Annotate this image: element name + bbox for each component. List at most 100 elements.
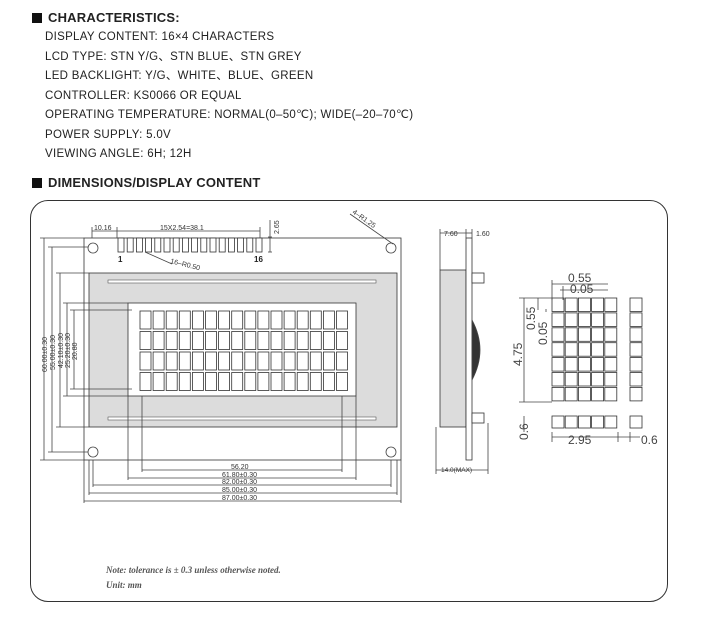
character-cell xyxy=(205,372,217,391)
dim-char-width: 2.95 xyxy=(568,433,592,447)
dim-dot-vgap: 0.05 xyxy=(536,321,550,345)
character-cell xyxy=(322,331,335,350)
character-cell xyxy=(296,310,309,330)
cursor-dot xyxy=(629,415,643,429)
dim-dot-gap: 0.05 xyxy=(570,282,594,296)
character-cell xyxy=(152,331,165,350)
mounting-hole xyxy=(87,242,99,254)
dot xyxy=(604,357,618,372)
character-cell xyxy=(231,310,244,330)
character-cell xyxy=(336,310,348,330)
character-cell xyxy=(322,372,335,391)
dot xyxy=(591,342,604,357)
character-cell xyxy=(178,372,191,391)
spec-line: CONTROLLER: KS0066 OR EQUAL xyxy=(45,89,242,102)
dot xyxy=(604,327,618,342)
dot-matrix-detail xyxy=(551,297,643,402)
dot xyxy=(591,297,604,312)
dim-side-7-60: 7.60 xyxy=(444,231,458,238)
character-cell xyxy=(283,372,296,391)
character-cell xyxy=(231,331,244,350)
character-cell xyxy=(270,351,283,371)
dot xyxy=(578,372,591,387)
character-cell xyxy=(244,372,257,391)
character-cell xyxy=(191,331,204,350)
dim-h3: 42.10±0.30 xyxy=(58,333,65,368)
dot xyxy=(629,342,643,357)
pin xyxy=(191,237,199,253)
dot xyxy=(604,372,618,387)
dot xyxy=(629,372,643,387)
character-cell xyxy=(139,331,152,350)
dot xyxy=(551,342,565,357)
character-cell xyxy=(139,351,152,371)
character-cell xyxy=(165,372,178,391)
character-cell xyxy=(152,310,165,330)
mounting-hole xyxy=(385,446,397,458)
character-cell xyxy=(231,351,244,371)
character-cell xyxy=(244,310,257,330)
spec-line: LCD TYPE: STN Y/G、STN BLUE、STN GREY xyxy=(45,50,302,63)
pin xyxy=(200,237,208,253)
square-bullet-icon xyxy=(32,12,42,23)
tolerance-note: Note: tolerance is ± 0.3 unless otherwis… xyxy=(106,565,281,575)
character-cell xyxy=(296,372,309,391)
dot xyxy=(604,297,618,312)
dim-h1: 60.00±0.30 xyxy=(42,337,49,372)
cursor-dot xyxy=(564,415,578,429)
dot xyxy=(551,357,565,372)
dot xyxy=(591,372,604,387)
character-cell xyxy=(218,310,231,330)
character-cell xyxy=(178,310,191,330)
character-cell xyxy=(336,351,348,371)
character-cell xyxy=(322,310,335,330)
dimensions-heading: DIMENSIONS/DISPLAY CONTENT xyxy=(32,175,261,190)
character-cell xyxy=(270,372,283,391)
dot xyxy=(578,327,591,342)
dim-char-row-gap: 0.6 xyxy=(517,423,531,440)
character-grid xyxy=(139,310,348,391)
dot xyxy=(551,372,565,387)
dim-side-1-60: 1.60 xyxy=(476,231,490,238)
square-bullet-icon xyxy=(32,177,42,188)
spec-line: DISPLAY CONTENT: 16×4 CHARACTERS xyxy=(45,31,275,43)
side-bezel xyxy=(439,269,467,428)
side-connector xyxy=(471,272,485,284)
character-cell xyxy=(218,331,231,350)
cursor-dot xyxy=(591,415,604,429)
dot xyxy=(578,342,591,357)
dim-w1: 56.20 xyxy=(231,464,249,471)
pin xyxy=(117,237,125,253)
pin xyxy=(163,237,171,253)
dim-pin-pitch: 15X2.54=38.1 xyxy=(160,225,204,232)
side-connector xyxy=(471,412,485,424)
dim-char-col-gap: 0.6 xyxy=(641,433,658,447)
spec-line: OPERATING TEMPERATURE: NORMAL(0–50℃); WI… xyxy=(45,109,414,121)
characteristics-heading: CHARACTERISTICS: xyxy=(32,10,180,25)
pin xyxy=(181,237,189,253)
dot xyxy=(564,342,578,357)
character-cell xyxy=(178,331,191,350)
dot xyxy=(604,342,618,357)
character-cell xyxy=(257,351,270,371)
character-cell xyxy=(218,372,231,391)
character-cell xyxy=(257,310,270,330)
dot xyxy=(578,357,591,372)
dot xyxy=(604,386,618,402)
dot xyxy=(629,327,643,342)
pin-first-label: 1 xyxy=(118,255,123,264)
dot xyxy=(629,386,643,402)
dim-h5: 20.80 xyxy=(72,342,79,360)
character-cell xyxy=(152,351,165,371)
dot xyxy=(564,297,578,312)
dot xyxy=(629,312,643,327)
cursor-dot xyxy=(578,415,591,429)
character-cell xyxy=(165,310,178,330)
dim-h4: 25.20±0.30 xyxy=(65,333,72,368)
pin xyxy=(126,237,134,253)
dot xyxy=(629,297,643,312)
dot xyxy=(551,386,565,402)
pin xyxy=(255,237,263,253)
dot xyxy=(591,327,604,342)
